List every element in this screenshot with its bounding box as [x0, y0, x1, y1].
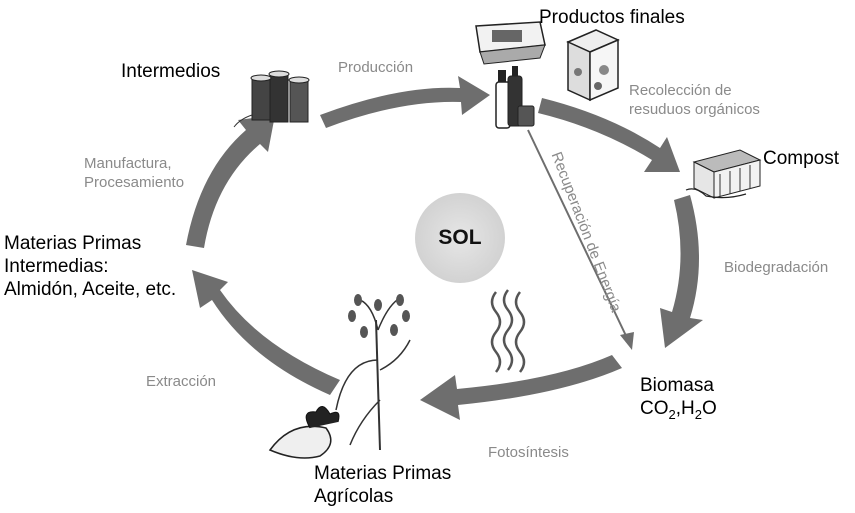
node-mpi-line-1: Materias Primas	[4, 233, 142, 254]
node-intermedios: Intermedios	[121, 61, 221, 82]
milk-carton-icon	[566, 29, 620, 102]
sun-label: SOL	[438, 226, 482, 249]
node-compost: Compost	[763, 148, 840, 169]
energy-recovery-arrow-head	[620, 332, 634, 350]
process-manufactura-line-1: Manufactura,	[84, 155, 172, 172]
process-produccion: Producción	[338, 59, 414, 76]
node-mpa-line-1: Materias Primas	[314, 463, 452, 484]
process-manufactura-line-2: Procesamiento	[84, 174, 185, 191]
arrow-recoleccion	[538, 98, 680, 172]
heat-waves-icon	[490, 289, 526, 373]
process-recoleccion-line-2: resuduos orgánicos	[629, 101, 760, 118]
cycle-arrows	[186, 76, 703, 420]
arrow-fotosintesis	[420, 355, 622, 420]
node-mpi-line-2: Intermedias:	[4, 256, 109, 277]
sun-circle	[415, 193, 505, 283]
spools-icon	[233, 70, 310, 128]
process-recoleccion-line-1: Recolección de	[629, 82, 732, 99]
process-fotosintesis: Fotosíntesis	[488, 444, 569, 461]
arrow-extraccion	[192, 270, 340, 395]
node-biomasa-title: Biomasa	[640, 375, 714, 396]
node-mpi-line-3: Almidón, Aceite, etc.	[4, 279, 177, 300]
shampoo-bottles-icon	[495, 66, 535, 129]
node-mpa-line-2: Agrícolas	[314, 486, 394, 507]
node-biomasa-formula: CO2,H2O	[640, 398, 717, 422]
sugar-beet-icon	[268, 406, 340, 459]
arrow-manufactura	[186, 115, 275, 248]
arrow-biodegradacion	[660, 195, 703, 348]
grain-plant-icon	[335, 294, 411, 451]
energy-recovery-arrow-line	[527, 129, 629, 341]
arrow-produccion	[320, 76, 490, 128]
process-manufactura: Manufactura, Procesamiento	[84, 154, 184, 192]
process-recoleccion: Recolección de resuduos orgánicos	[629, 81, 760, 119]
process-biodegradacion: Biodegradación	[724, 259, 829, 276]
node-materias-primas-agricolas: Materias Primas Agrícolas	[314, 462, 451, 508]
node-biomasa: Biomasa CO2,H2O	[640, 374, 717, 426]
node-productos-finales: Productos finales	[539, 7, 685, 28]
process-extraccion: Extracción	[146, 373, 217, 390]
node-materias-primas-intermedias: Materias Primas Intermedias: Almidón, Ac…	[4, 232, 176, 301]
food-container-icon	[475, 21, 546, 65]
compost-bin-icon	[685, 149, 762, 199]
